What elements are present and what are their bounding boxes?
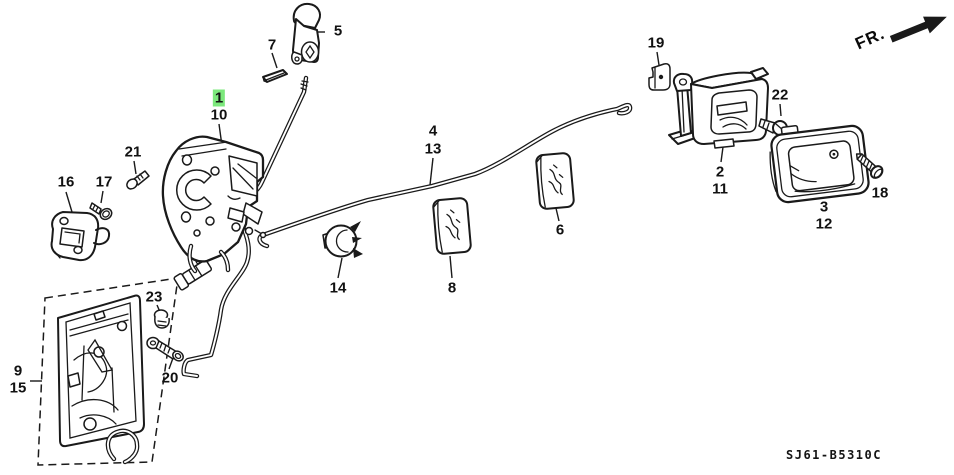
part-3-12-drawing: [769, 124, 870, 204]
part-label-5[interactable]: 5: [333, 22, 343, 40]
part-label-12[interactable]: 12: [815, 215, 833, 233]
part-label-20[interactable]: 20: [161, 369, 179, 387]
diagram-code: SJ61-B5310C: [786, 448, 882, 462]
part-label-14[interactable]: 14: [329, 279, 347, 297]
part-17-drawing: [89, 202, 113, 221]
part-label-9[interactable]: 9: [13, 362, 23, 380]
part-label-7[interactable]: 7: [267, 36, 277, 54]
part-16-drawing: [50, 211, 111, 262]
part-19-drawing: [648, 63, 671, 91]
part-5-drawing: [291, 2, 321, 65]
u-clip-drawing: [105, 428, 140, 465]
part-label-18[interactable]: 18: [871, 184, 889, 202]
rod-4-13-drawing: [257, 102, 633, 249]
part-label-15[interactable]: 15: [9, 379, 27, 397]
part-2-11-drawing: [668, 67, 769, 149]
part-label-19[interactable]: 19: [647, 34, 665, 52]
part-8-drawing: [432, 197, 472, 255]
part-14-drawing: [322, 221, 363, 258]
part-6-drawing: [535, 152, 575, 210]
part-label-10[interactable]: 10: [210, 106, 228, 124]
part-label-6[interactable]: 6: [555, 221, 565, 239]
part-label-22[interactable]: 22: [771, 86, 789, 104]
part-label-2[interactable]: 2: [715, 163, 725, 181]
fr-arrow-icon: [889, 16, 947, 43]
part-21-drawing: [126, 170, 150, 190]
part-label-13[interactable]: 13: [424, 140, 442, 158]
part-18-drawing: [855, 153, 884, 179]
part-20-drawing: [146, 336, 184, 362]
part-label-16[interactable]: 16: [57, 173, 75, 191]
part-7-drawing: [262, 69, 288, 83]
part-label-4[interactable]: 4: [428, 122, 438, 140]
part-1-10-drawing: [161, 135, 267, 274]
part-label-11[interactable]: 11: [712, 180, 728, 198]
part-9-15-drawing: [57, 294, 145, 448]
part-23-drawing: [153, 309, 170, 329]
part-label-1[interactable]: 1: [212, 89, 226, 107]
lower-right-rod-drawing: [181, 219, 251, 379]
part-label-8[interactable]: 8: [447, 279, 457, 297]
part-label-21[interactable]: 21: [124, 143, 142, 161]
part-label-3[interactable]: 3: [819, 198, 829, 216]
part-label-17[interactable]: 17: [95, 173, 113, 191]
part-label-23[interactable]: 23: [145, 288, 163, 306]
